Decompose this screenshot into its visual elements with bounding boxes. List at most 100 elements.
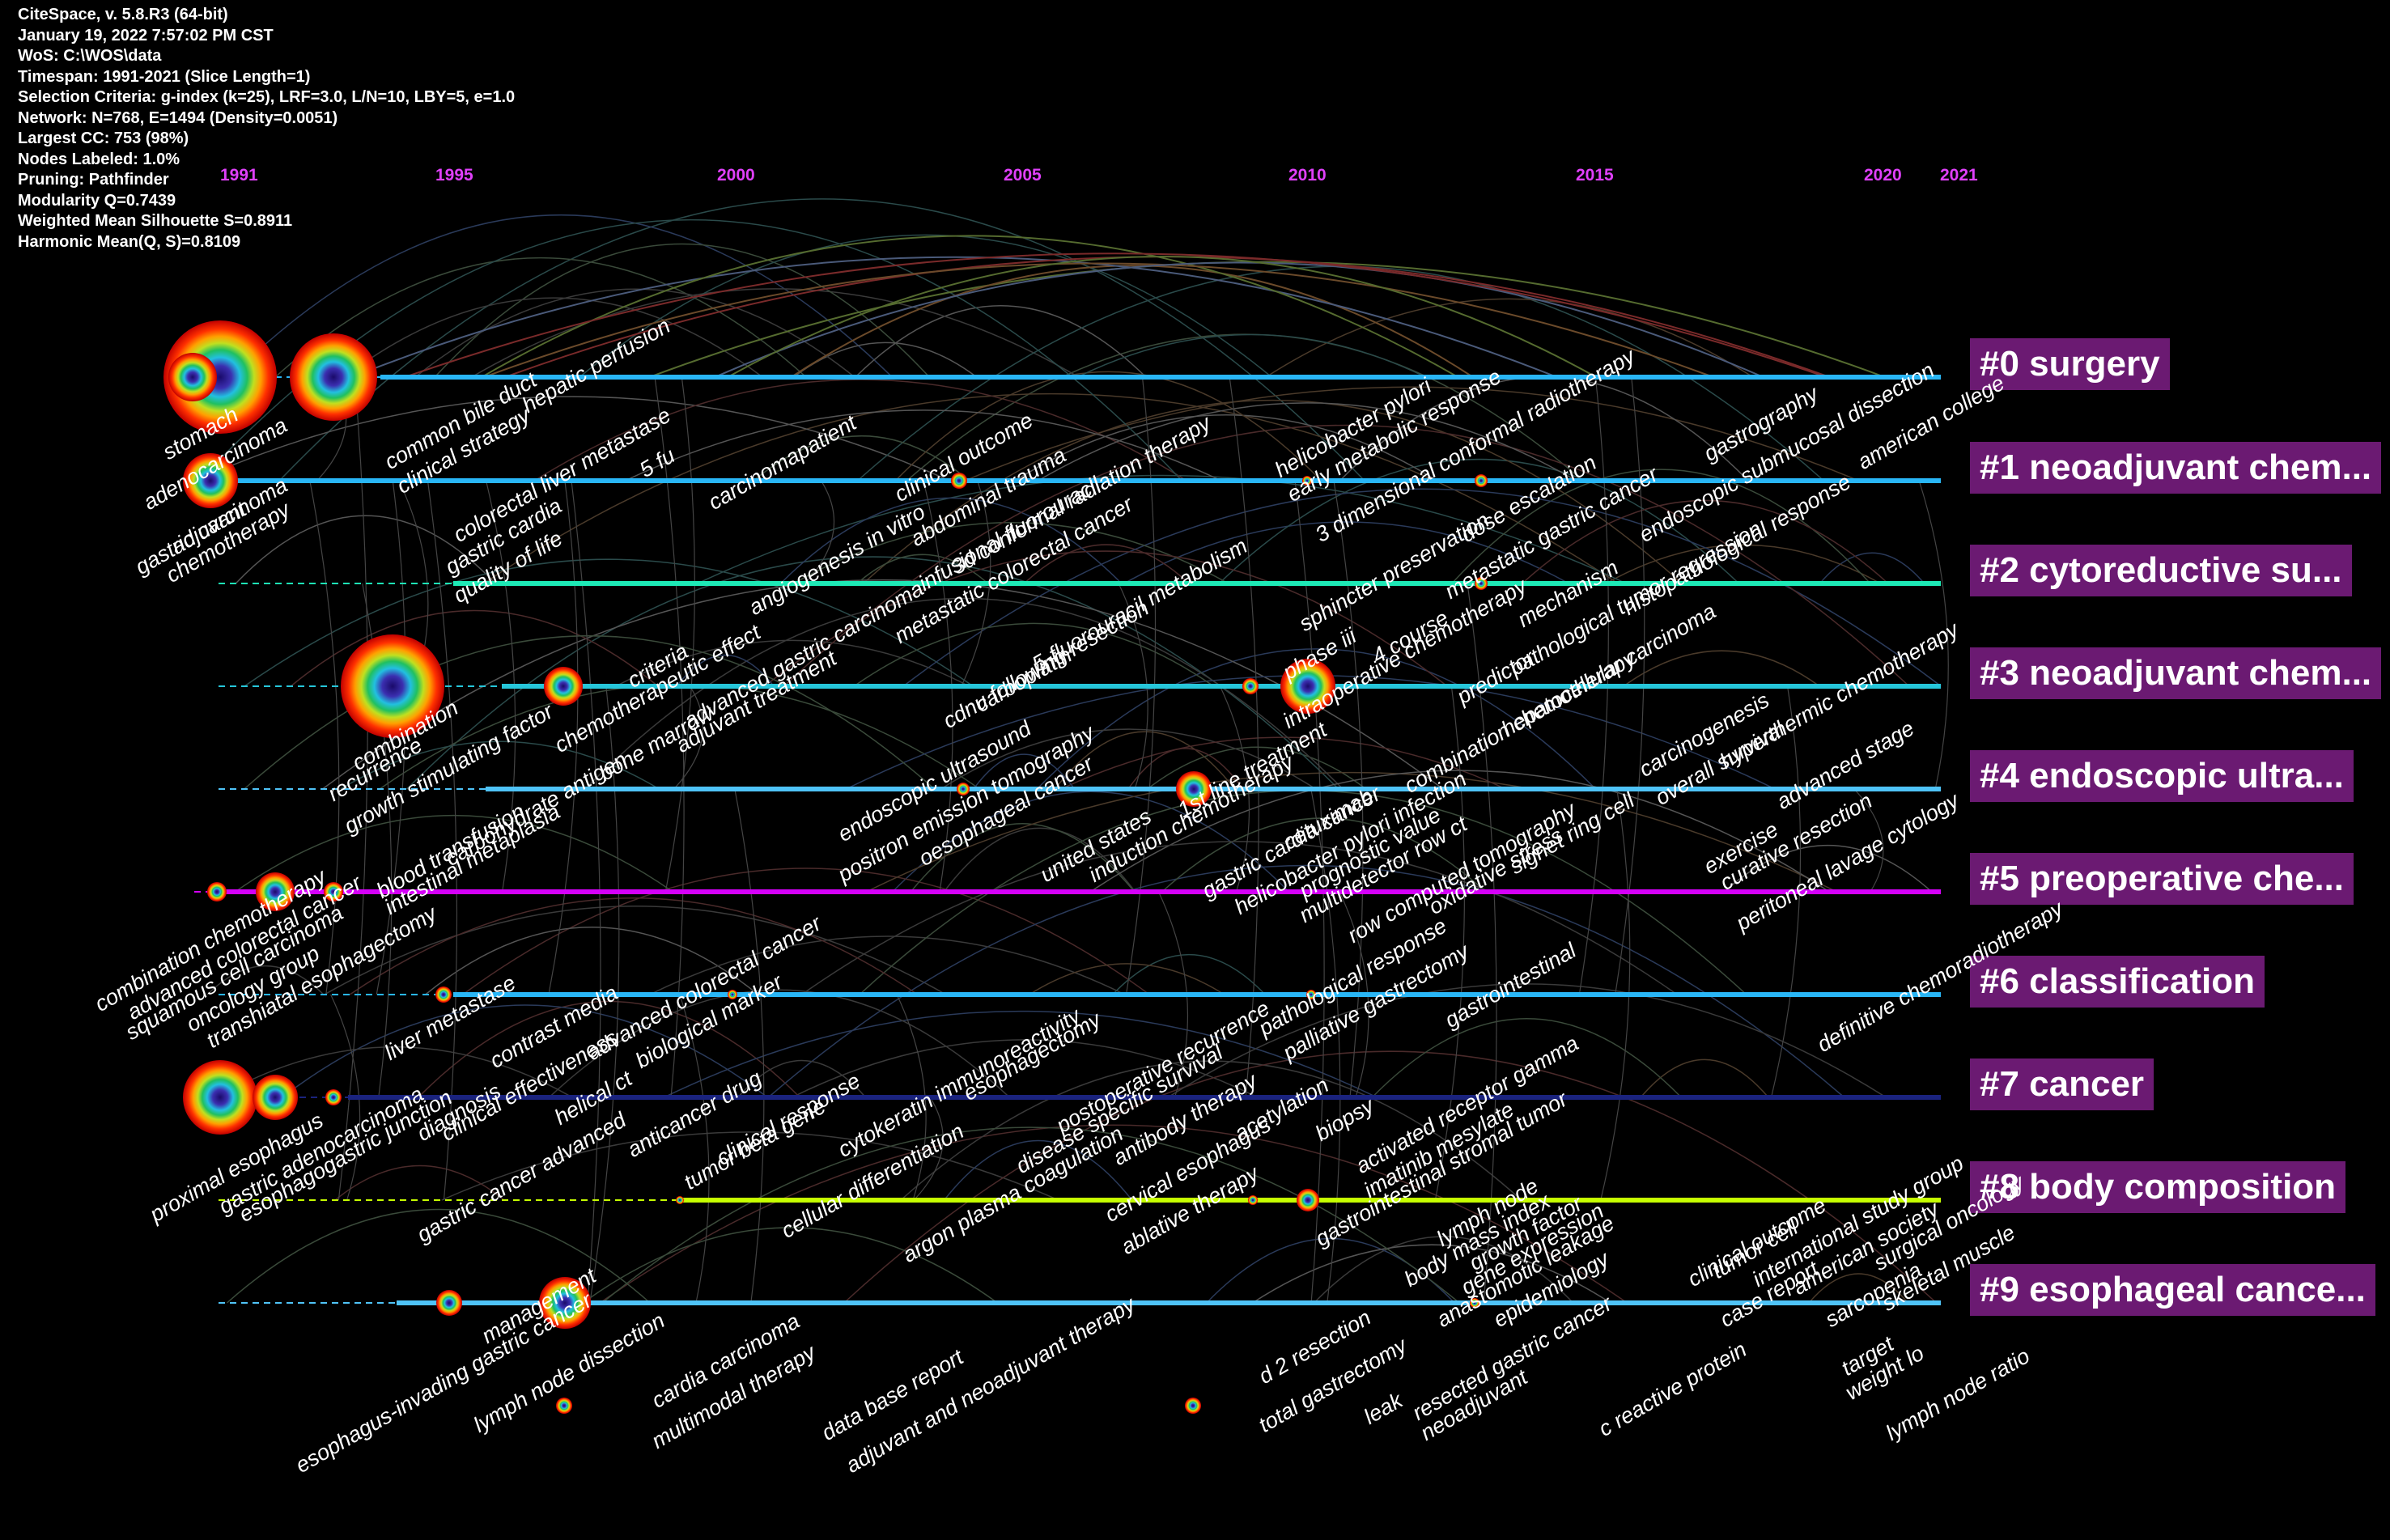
citation-arc (244, 635, 936, 790)
citation-arc (1522, 499, 1889, 584)
citation-arc (767, 864, 1845, 1098)
citation-arc (471, 288, 1080, 378)
network-info-panel: CiteSpace, v. 5.8.R3 (64-bit)January 19,… (18, 5, 515, 252)
year-tick: 1995 (435, 166, 473, 185)
citation-arc (1808, 1273, 1908, 1304)
cluster-label-1[interactable]: #1 neoadjuvant chem... (1970, 442, 2382, 494)
citation-arc (235, 815, 673, 893)
keyword-node (1297, 1189, 1319, 1211)
citation-arc (343, 297, 763, 378)
cross-link (913, 1097, 944, 1201)
cross-link (1310, 788, 1341, 1304)
year-tick: 2000 (717, 166, 755, 185)
long-citation-arc (404, 252, 1828, 378)
keyword-node (253, 1075, 298, 1120)
year-tick: 1991 (220, 166, 258, 185)
citation-arc (349, 897, 919, 995)
info-line: WoS: C:\WOS\data (18, 47, 162, 65)
citation-arc (902, 488, 1942, 687)
cluster-label-4[interactable]: #4 endoscopic ultra... (1970, 750, 2354, 802)
keyword-node (951, 473, 967, 489)
keyword-node (341, 634, 444, 738)
keyword-node (436, 1290, 462, 1316)
cross-link (376, 480, 406, 995)
cluster-label-6[interactable]: #6 classification (1970, 956, 2265, 1008)
cluster-label-7[interactable]: #7 cancer (1970, 1058, 2154, 1110)
cross-link (664, 376, 695, 893)
citation-arc (793, 522, 1229, 584)
long-citation-arc (481, 235, 1458, 378)
citation-arc (753, 435, 970, 482)
citation-arc (1147, 746, 1367, 790)
citation-arc (425, 927, 759, 995)
citation-arc (780, 497, 1123, 584)
citation-arc (697, 474, 1627, 584)
citation-arc (866, 771, 1837, 893)
citation-arc (1640, 1058, 1769, 1098)
citation-arc (973, 753, 1076, 790)
citation-arc (792, 1039, 1258, 1098)
citation-arc (282, 1004, 768, 1098)
citation-arc (1265, 298, 1754, 378)
info-line: Weighted Mean Silhouette S=0.8911 (18, 212, 293, 230)
citation-arc (216, 1046, 573, 1098)
cluster-label-9[interactable]: #9 esophageal cance... (1970, 1264, 2375, 1316)
cross-link (1229, 376, 1259, 1098)
cluster-label-5[interactable]: #5 preoperative che... (1970, 853, 2354, 905)
citation-arc (1314, 1236, 1574, 1304)
keyword-nodes (163, 320, 1488, 1414)
keyword-node (676, 1196, 684, 1204)
citation-arc (1112, 953, 1266, 995)
citation-arc (856, 554, 989, 584)
info-line: Modularity Q=0.7439 (18, 191, 176, 210)
citation-arc (1127, 748, 1244, 790)
keyword-node (1185, 1398, 1201, 1414)
citation-arc (793, 342, 978, 378)
citation-arc (737, 1059, 867, 1098)
year-tick: 2010 (1288, 166, 1327, 185)
citation-arc (1723, 844, 1933, 893)
info-line: Network: N=768, E=1494 (Density=0.0051) (18, 108, 338, 127)
keyword-node (728, 990, 737, 999)
citation-arc (1036, 648, 1597, 790)
cluster-label-2[interactable]: #2 cytoreductive su... (1970, 545, 2352, 596)
cluster-label-3[interactable]: #3 neoadjuvant chem... (1970, 647, 2382, 699)
long-citation-arc (791, 265, 1474, 378)
info-line: Timespan: 1991-2021 (Slice Length=1) (18, 67, 311, 86)
keyword-node (435, 986, 452, 1003)
keyword-node (207, 882, 227, 902)
cluster-label-8[interactable]: #8 body composition (1970, 1161, 2346, 1213)
citation-arc (1371, 1018, 1682, 1098)
keyword-node (256, 872, 295, 911)
cluster-label-0[interactable]: #0 surgery (1970, 338, 2170, 390)
citation-arc (334, 1165, 505, 1201)
citation-arc (584, 597, 1344, 790)
long-citation-arc (727, 256, 1597, 378)
keyword-node (1475, 577, 1488, 590)
citation-arc (583, 1227, 998, 1304)
citation-arc (940, 728, 1317, 790)
info-line: Largest CC: 753 (98%) (18, 129, 189, 147)
citation-arc (235, 515, 496, 584)
citation-arc (900, 1060, 1522, 1201)
cross-link (804, 480, 835, 584)
citation-arc (1023, 544, 1190, 584)
citation-arc (229, 214, 893, 378)
keyword-node (1475, 474, 1488, 487)
citation-arc (1076, 333, 1426, 378)
cross-link (734, 788, 765, 1304)
citation-arc (1038, 402, 1577, 482)
keyword-node (183, 1060, 257, 1135)
citation-arc (1029, 963, 1225, 995)
keyword-node (168, 353, 217, 401)
citation-arc (943, 1139, 1133, 1201)
cross-link (1434, 685, 1465, 1201)
cross-link (309, 480, 340, 995)
info-line: Pruning: Pathfinder (18, 171, 169, 189)
keyword-node (1306, 990, 1316, 999)
year-tick: 2020 (1864, 166, 1902, 185)
citation-arc (1161, 817, 1487, 893)
info-line: Nodes Labeled: 1.0% (18, 150, 180, 168)
keyword-node (163, 320, 277, 434)
